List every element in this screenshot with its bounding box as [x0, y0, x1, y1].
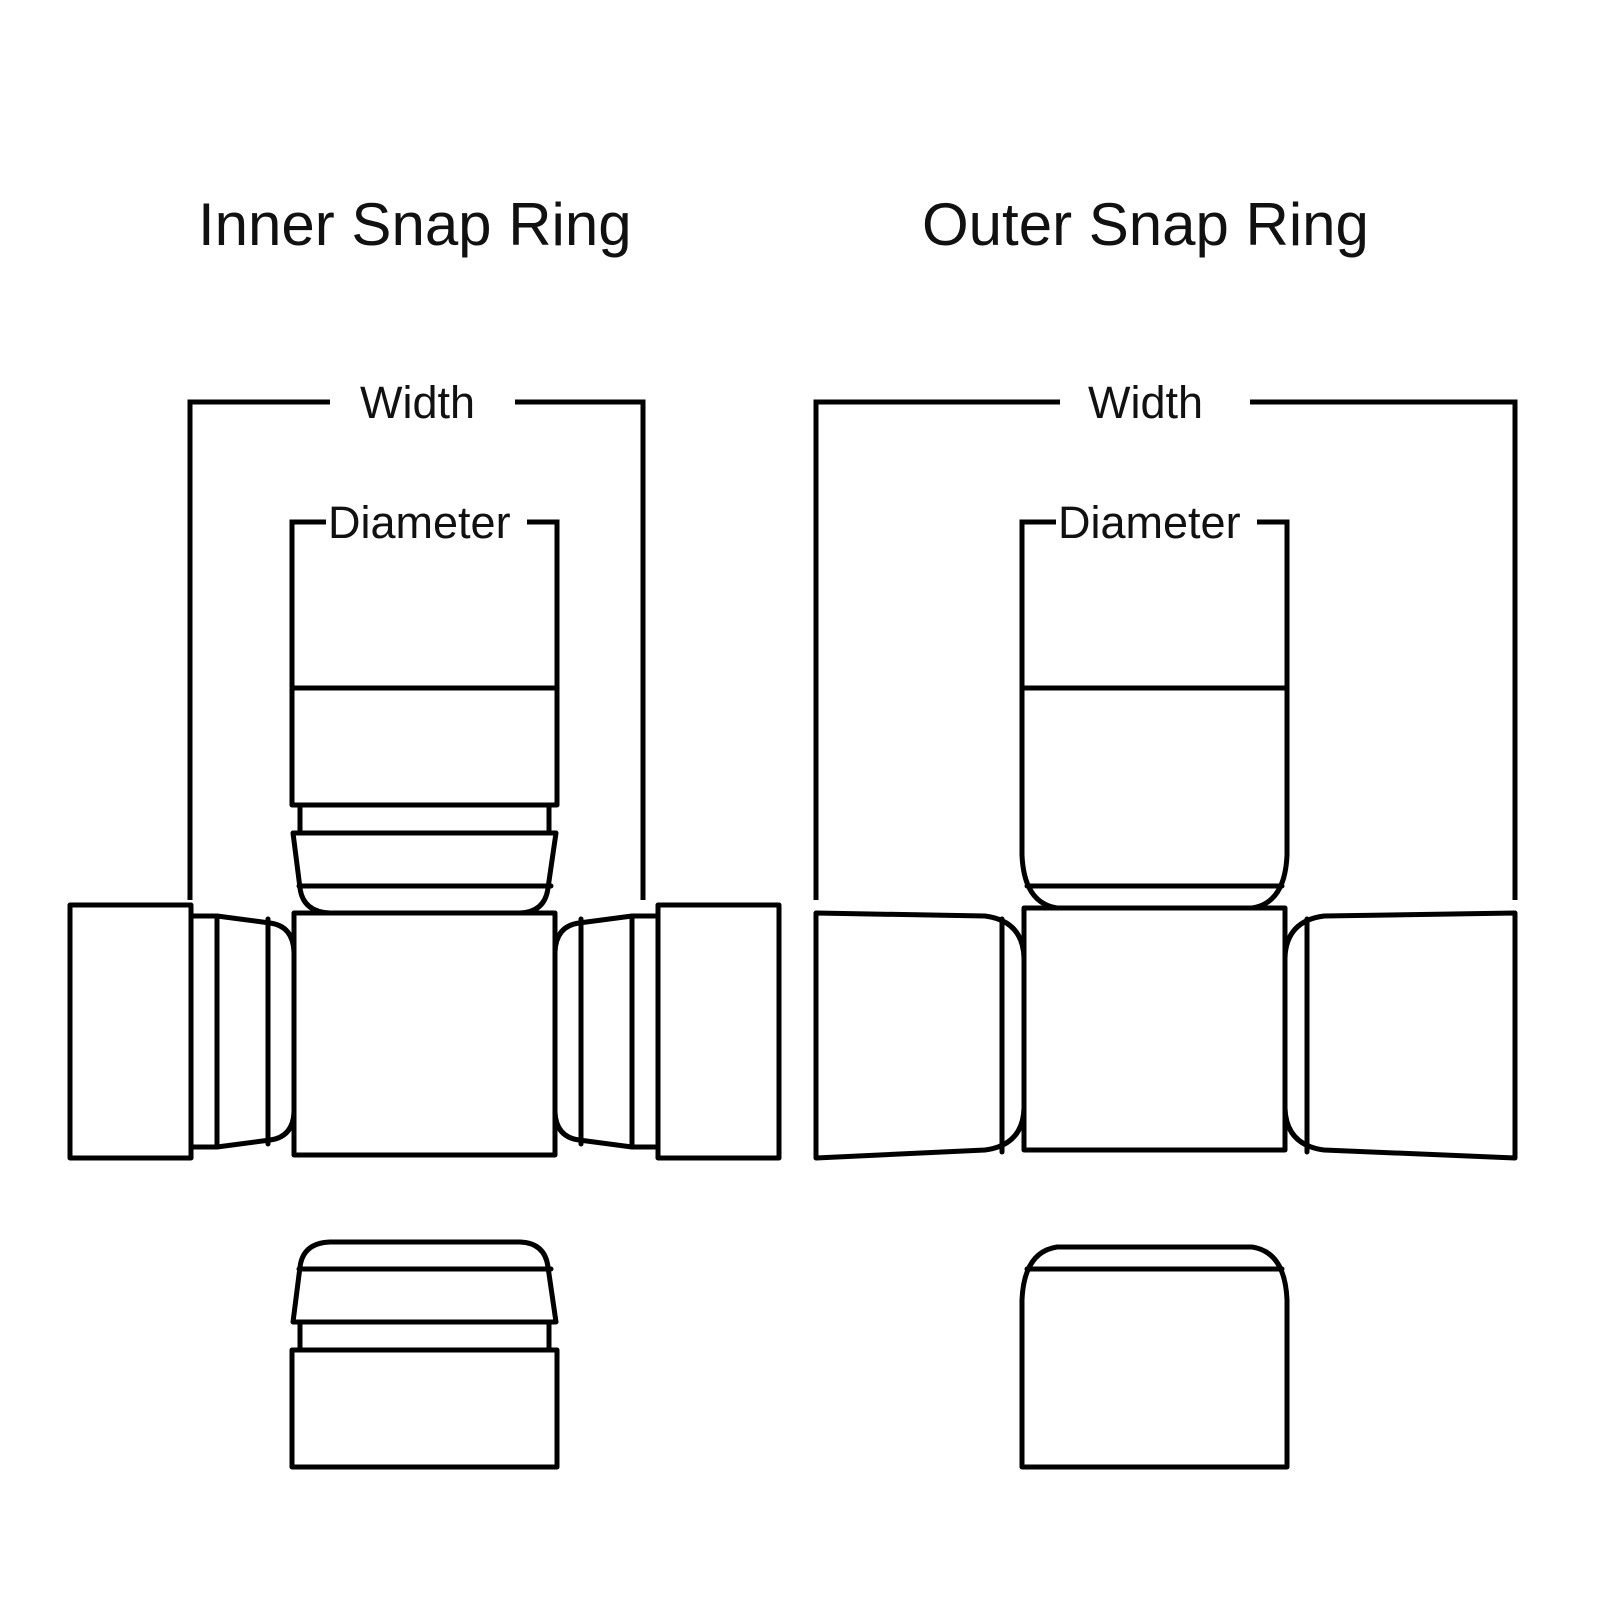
- left-bearing-cap-outer: [813, 910, 1027, 1161]
- width-dimension-outer: Width: [813, 377, 1518, 900]
- bottom-bearing-cap-inner: [289, 1239, 560, 1470]
- panel-inner-snap-ring: Inner Snap Ring Width Diameter: [67, 191, 782, 1470]
- diameter-dimension-outer: Diameter: [1019, 497, 1290, 690]
- center-cross-body-inner: [291, 910, 558, 1158]
- diameter-label-inner: Diameter: [328, 497, 511, 548]
- width-label-inner: Width: [360, 377, 475, 428]
- left-bearing-cap-inner: [67, 902, 297, 1161]
- panel-title-outer: Outer Snap Ring: [922, 191, 1369, 258]
- bottom-bearing-cap-outer: [1019, 1244, 1290, 1470]
- panel-outer-snap-ring: Outer Snap Ring Width Diameter: [813, 191, 1518, 1470]
- diameter-label-outer: Diameter: [1058, 497, 1241, 548]
- center-cross-body-outer: [1021, 905, 1288, 1153]
- top-bearing-cap-outer: [1019, 685, 1290, 911]
- right-bearing-cap-inner: [552, 902, 782, 1161]
- right-bearing-cap-outer: [1282, 910, 1518, 1161]
- width-dimension-inner: Width: [187, 377, 646, 900]
- top-bearing-cap-inner: [289, 685, 560, 916]
- panel-title-inner: Inner Snap Ring: [198, 191, 632, 258]
- width-label-outer: Width: [1088, 377, 1203, 428]
- diameter-dimension-inner: Diameter: [289, 497, 560, 690]
